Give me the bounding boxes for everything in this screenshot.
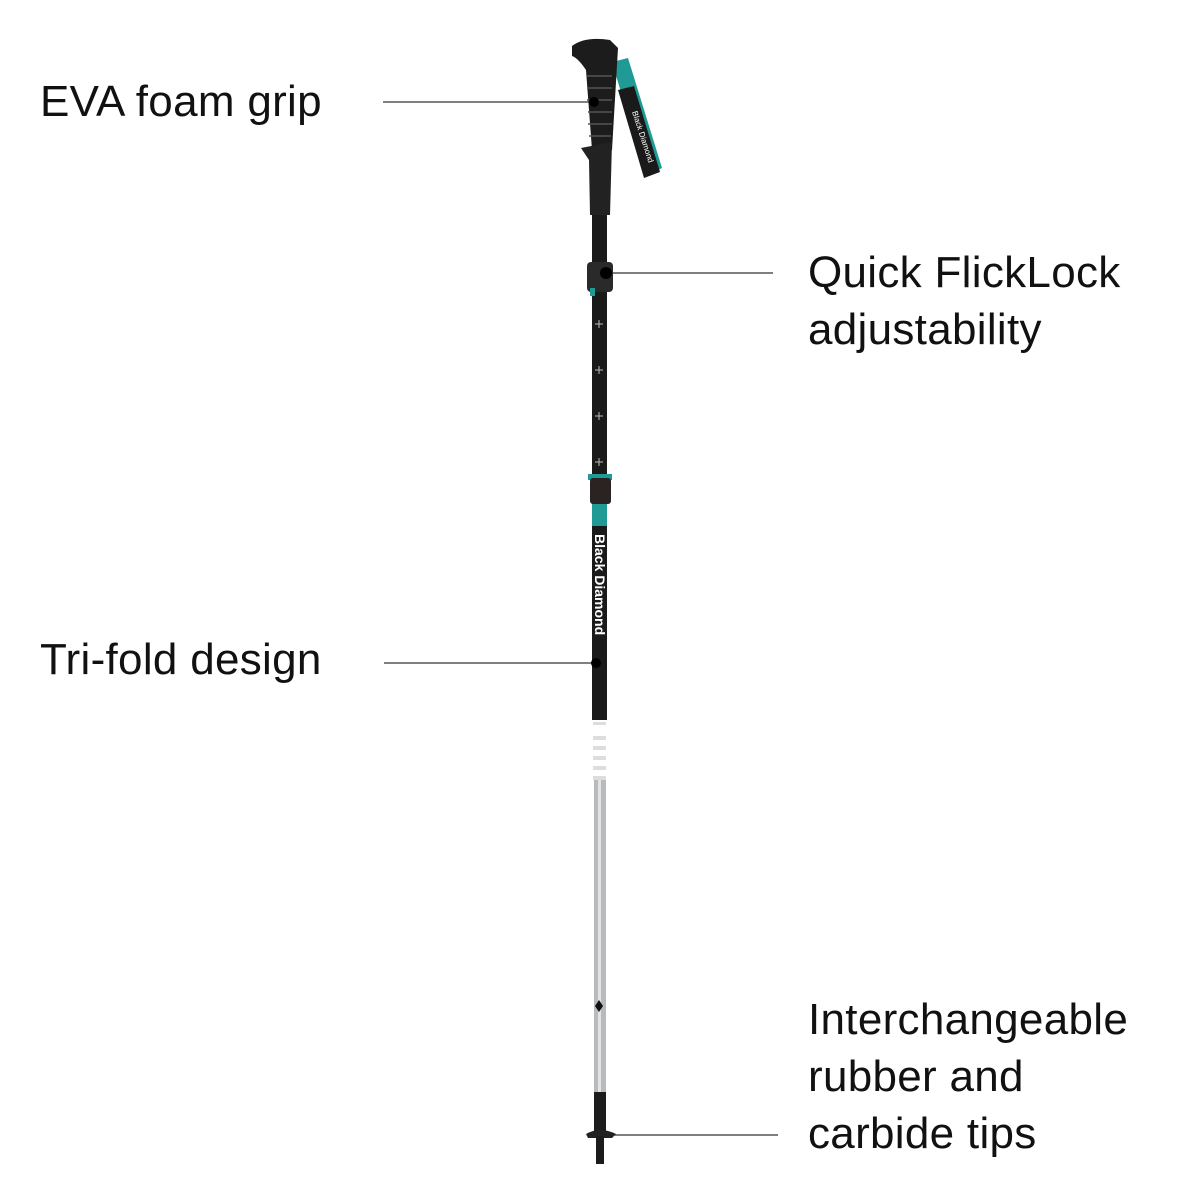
pole-tip [586,1092,616,1164]
callout-tri-fold-design: Tri-fold design [40,631,322,688]
callout-text: Interchangeable [808,995,1129,1044]
callout-text: adjustability [808,305,1042,354]
length-marks [595,320,603,466]
wrist-strap: Black Diamond [612,58,662,178]
shaft-stripes [593,722,606,780]
callout-text: Tri-fold design [40,635,322,684]
callout-text: EVA foam grip [40,77,322,126]
callout-text: carbide tips [808,1109,1037,1158]
callout-text: Quick FlickLock [808,248,1121,297]
callout-text: rubber and [808,1052,1024,1101]
callout-interchangeable-tips: Interchangeable rubber and carbide tips [808,991,1128,1162]
diamond-logo-icon [595,1000,603,1012]
fold-joint [588,474,612,526]
flicklock-upper [587,262,613,296]
eva-foam-grip [572,38,618,215]
callout-quick-flicklock: Quick FlickLock adjustability [808,244,1121,358]
fold-marker-dot [591,658,601,668]
upper-shaft [592,215,607,720]
callout-eva-foam-grip: EVA foam grip [40,73,322,130]
shaft-brand-text: Black Diamond [592,534,608,635]
